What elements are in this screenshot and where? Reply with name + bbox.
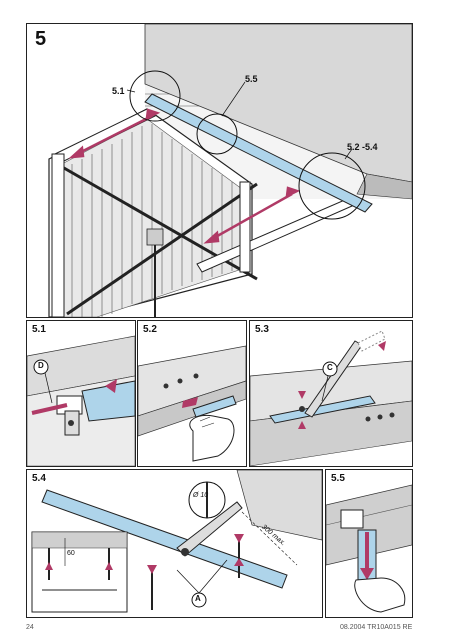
blue-boom [144, 93, 373, 213]
callout-5-2-5-4: 5.2 -5.4 [347, 142, 378, 152]
main-illustration [48, 24, 412, 317]
panel-label-5-3: 5.3 [255, 324, 269, 335]
detail-panel-5-2: 5.2 [137, 320, 247, 467]
measurement-arrows [68, 108, 301, 244]
detail-panel-5-1: 5.1 D [26, 320, 136, 467]
callout-5-1: 5.1 [112, 86, 125, 96]
page-number: 24 [26, 624, 34, 631]
detail-5-1-illustration [27, 335, 135, 466]
document-code: 08.2004 TR10A015 RE [340, 624, 413, 631]
detail-circle-51 [129, 70, 181, 122]
inset-dimension-label: 60 [67, 550, 75, 557]
panel-label-5-1: 5.1 [32, 324, 46, 335]
panel-label-5-5: 5.5 [331, 473, 345, 484]
step-number: 5 [35, 28, 47, 50]
detail-5-5-illustration [326, 484, 412, 613]
marker-A: A [195, 594, 201, 603]
detail-circle-55 [196, 113, 238, 155]
detail-panel-5-3: 5.3 C [249, 320, 413, 467]
panel-label-5-2: 5.2 [143, 324, 157, 335]
marker-C: C [327, 363, 333, 372]
marker-D: D [38, 361, 44, 370]
detail-circle-5254 [298, 152, 366, 220]
detail-panel-5-5: 5.5 [325, 469, 413, 618]
detail-panel-5-4: 5.4 A Ø 10 300 max. 60 [26, 469, 323, 618]
drill-diameter-label: Ø 10 [193, 492, 209, 499]
main-illustration-panel: 5 5.1 5.5 5.2 -5.4 [26, 23, 413, 318]
callout-5-5: 5.5 [245, 74, 258, 84]
panel-label-5-4: 5.4 [32, 473, 46, 484]
detail-5-2-illustration [138, 345, 246, 462]
detail-5-4-illustration [31, 470, 322, 613]
detail-5-3-illustration [250, 330, 412, 466]
